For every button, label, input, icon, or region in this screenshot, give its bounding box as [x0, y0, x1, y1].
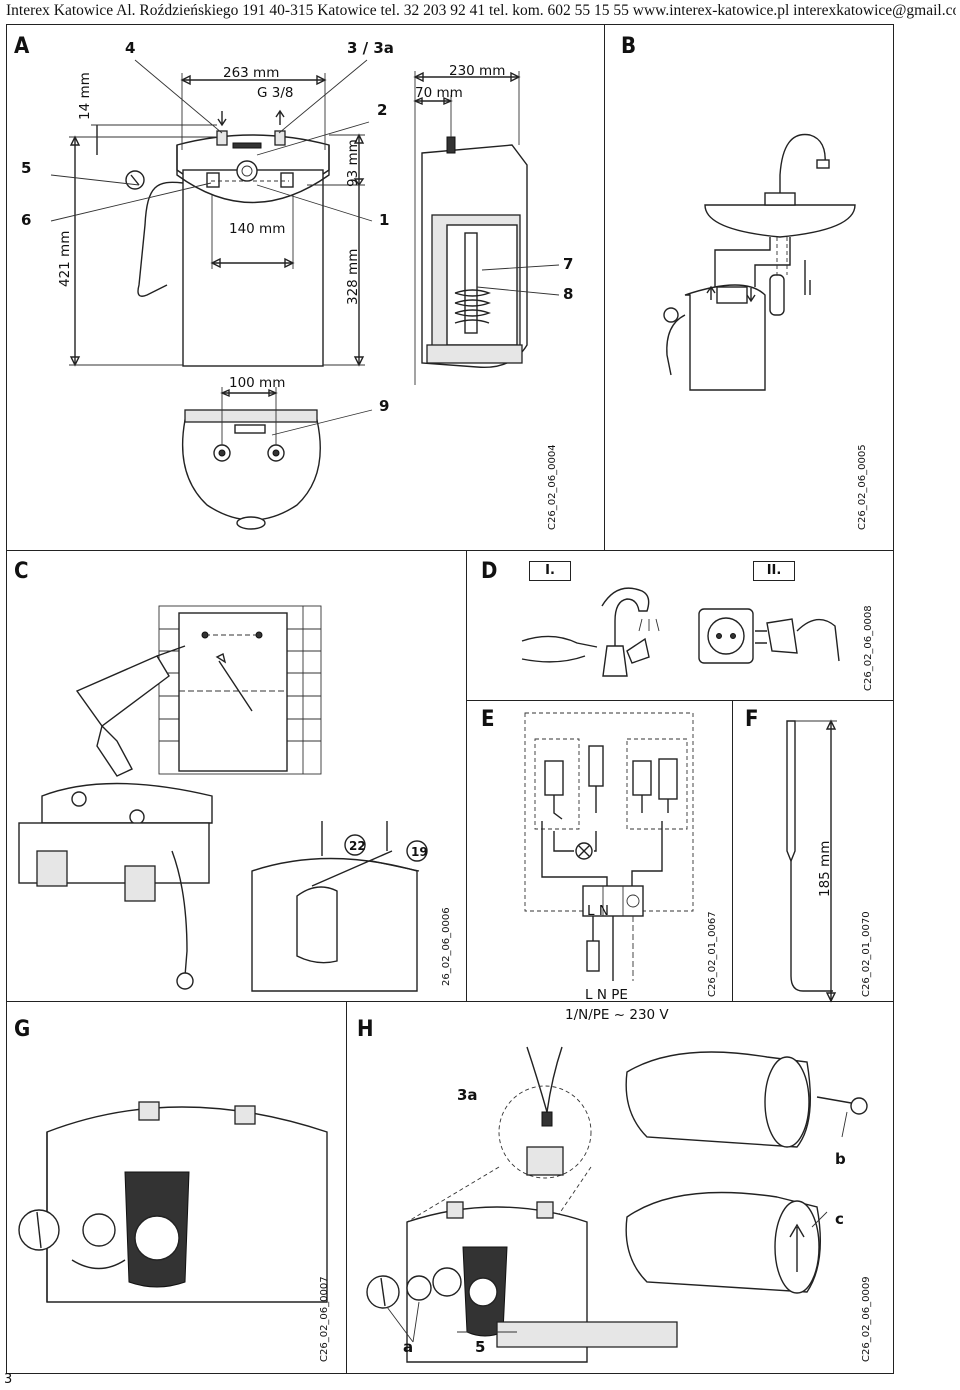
- page-header: Interex Katowice Al. Roździeńskiego 191 …: [6, 2, 956, 19]
- callout-9: 9: [379, 397, 390, 415]
- callout-3: 3 / 3a: [347, 39, 394, 57]
- panel-label-c: C: [14, 559, 29, 584]
- panel-h: H: [347, 1001, 893, 1373]
- figure-code-g: C26_02_06_0007: [319, 1276, 330, 1362]
- callout-7: 7: [563, 255, 574, 273]
- figure-code-c: 26_02_06_0006: [441, 907, 452, 986]
- drill: [75, 655, 170, 727]
- dim-328: 328 mm: [345, 248, 361, 305]
- callout-5: 5: [21, 159, 32, 177]
- panel-label-g: G: [14, 1017, 31, 1042]
- step-two-label: II.: [753, 561, 795, 581]
- panel-e: E L N L N PE 1/N/PE ~ 230 V C26_02_01_00…: [467, 701, 733, 1023]
- temperature-sensor-drawing: [786, 719, 837, 1003]
- page-number: 3: [4, 1372, 13, 1387]
- dim-93: 93 mm: [345, 139, 361, 187]
- dim-14: 14 mm: [77, 72, 93, 120]
- heater-under-sink: [684, 284, 766, 391]
- plug: [766, 618, 798, 654]
- sink: [704, 204, 856, 238]
- panel-c: C: [7, 551, 467, 1001]
- callout-a: a: [403, 1338, 414, 1356]
- dim-421: 421 mm: [57, 230, 73, 287]
- panel-b: B C26_02_06_0005: [605, 25, 893, 551]
- callout-22: 22: [349, 839, 366, 853]
- wall-mounting-and-connection-drawing: [18, 605, 428, 992]
- dim-263: 263 mm: [223, 65, 280, 81]
- supply-voltage: 1/N/PE ~ 230 V: [565, 1007, 669, 1023]
- figure-code-h: C26_02_06_0009: [861, 1276, 872, 1362]
- panel-f: F 185 mm C26_02_01_0070: [733, 701, 893, 1003]
- callout-5-h: 5: [475, 1338, 486, 1356]
- callout-8: 8: [563, 285, 574, 303]
- figure-code-e: C26_02_01_0067: [707, 911, 718, 997]
- panel-d: D I. II. C26_02_06_0008: [467, 551, 893, 701]
- sensor-length: 185 mm: [817, 840, 833, 897]
- terminal-labels: L N: [587, 903, 609, 919]
- panel-a: A: [7, 25, 605, 551]
- maintenance-and-disassembly-drawing: [366, 1046, 868, 1363]
- heater-bottom-view: [181, 419, 321, 521]
- panel-label-d: D: [481, 559, 498, 584]
- callout-1: 1: [379, 211, 390, 229]
- callout-b: b: [835, 1150, 846, 1168]
- callout-19: 19: [411, 845, 428, 859]
- figure-code-f: C26_02_01_0070: [861, 911, 872, 997]
- callout-4: 4: [125, 39, 136, 57]
- temperature-knob-adjustment-drawing: [18, 1101, 328, 1303]
- callout-3a: 3a: [457, 1086, 478, 1104]
- panel-label-h: H: [357, 1017, 374, 1042]
- dim-100: 100 mm: [229, 375, 286, 391]
- installation-under-sink-drawing: [663, 133, 856, 391]
- open-tap-unplug-drawing: [521, 587, 840, 677]
- dim-140: 140 mm: [229, 221, 286, 237]
- wiring-diagram: [524, 712, 694, 981]
- panel-label-a: A: [14, 34, 30, 59]
- figure-code-b: C26_02_06_0005: [857, 444, 868, 530]
- panel-label-e: E: [481, 707, 495, 732]
- supply-line-labels: L N PE: [585, 987, 628, 1003]
- step-one-label: I.: [529, 561, 571, 581]
- figure-code-d: C26_02_06_0008: [863, 605, 874, 691]
- heater-body-front: [182, 169, 324, 367]
- dim-70: 70 mm: [415, 85, 463, 101]
- callout-2: 2: [377, 101, 388, 119]
- panel-label-f: F: [745, 707, 759, 732]
- dim-g38: G 3/8: [257, 85, 294, 101]
- dim-230: 230 mm: [449, 63, 506, 79]
- callout-c: c: [835, 1210, 844, 1228]
- figure-code-a: C26_02_06_0004: [547, 444, 558, 530]
- water-heater-dimension-drawing: [50, 59, 560, 530]
- figure-frame: A: [6, 24, 894, 1374]
- panel-g: G C26_02_06_0007: [7, 1001, 347, 1373]
- panel-label-b: B: [621, 34, 637, 59]
- callout-6: 6: [21, 211, 32, 229]
